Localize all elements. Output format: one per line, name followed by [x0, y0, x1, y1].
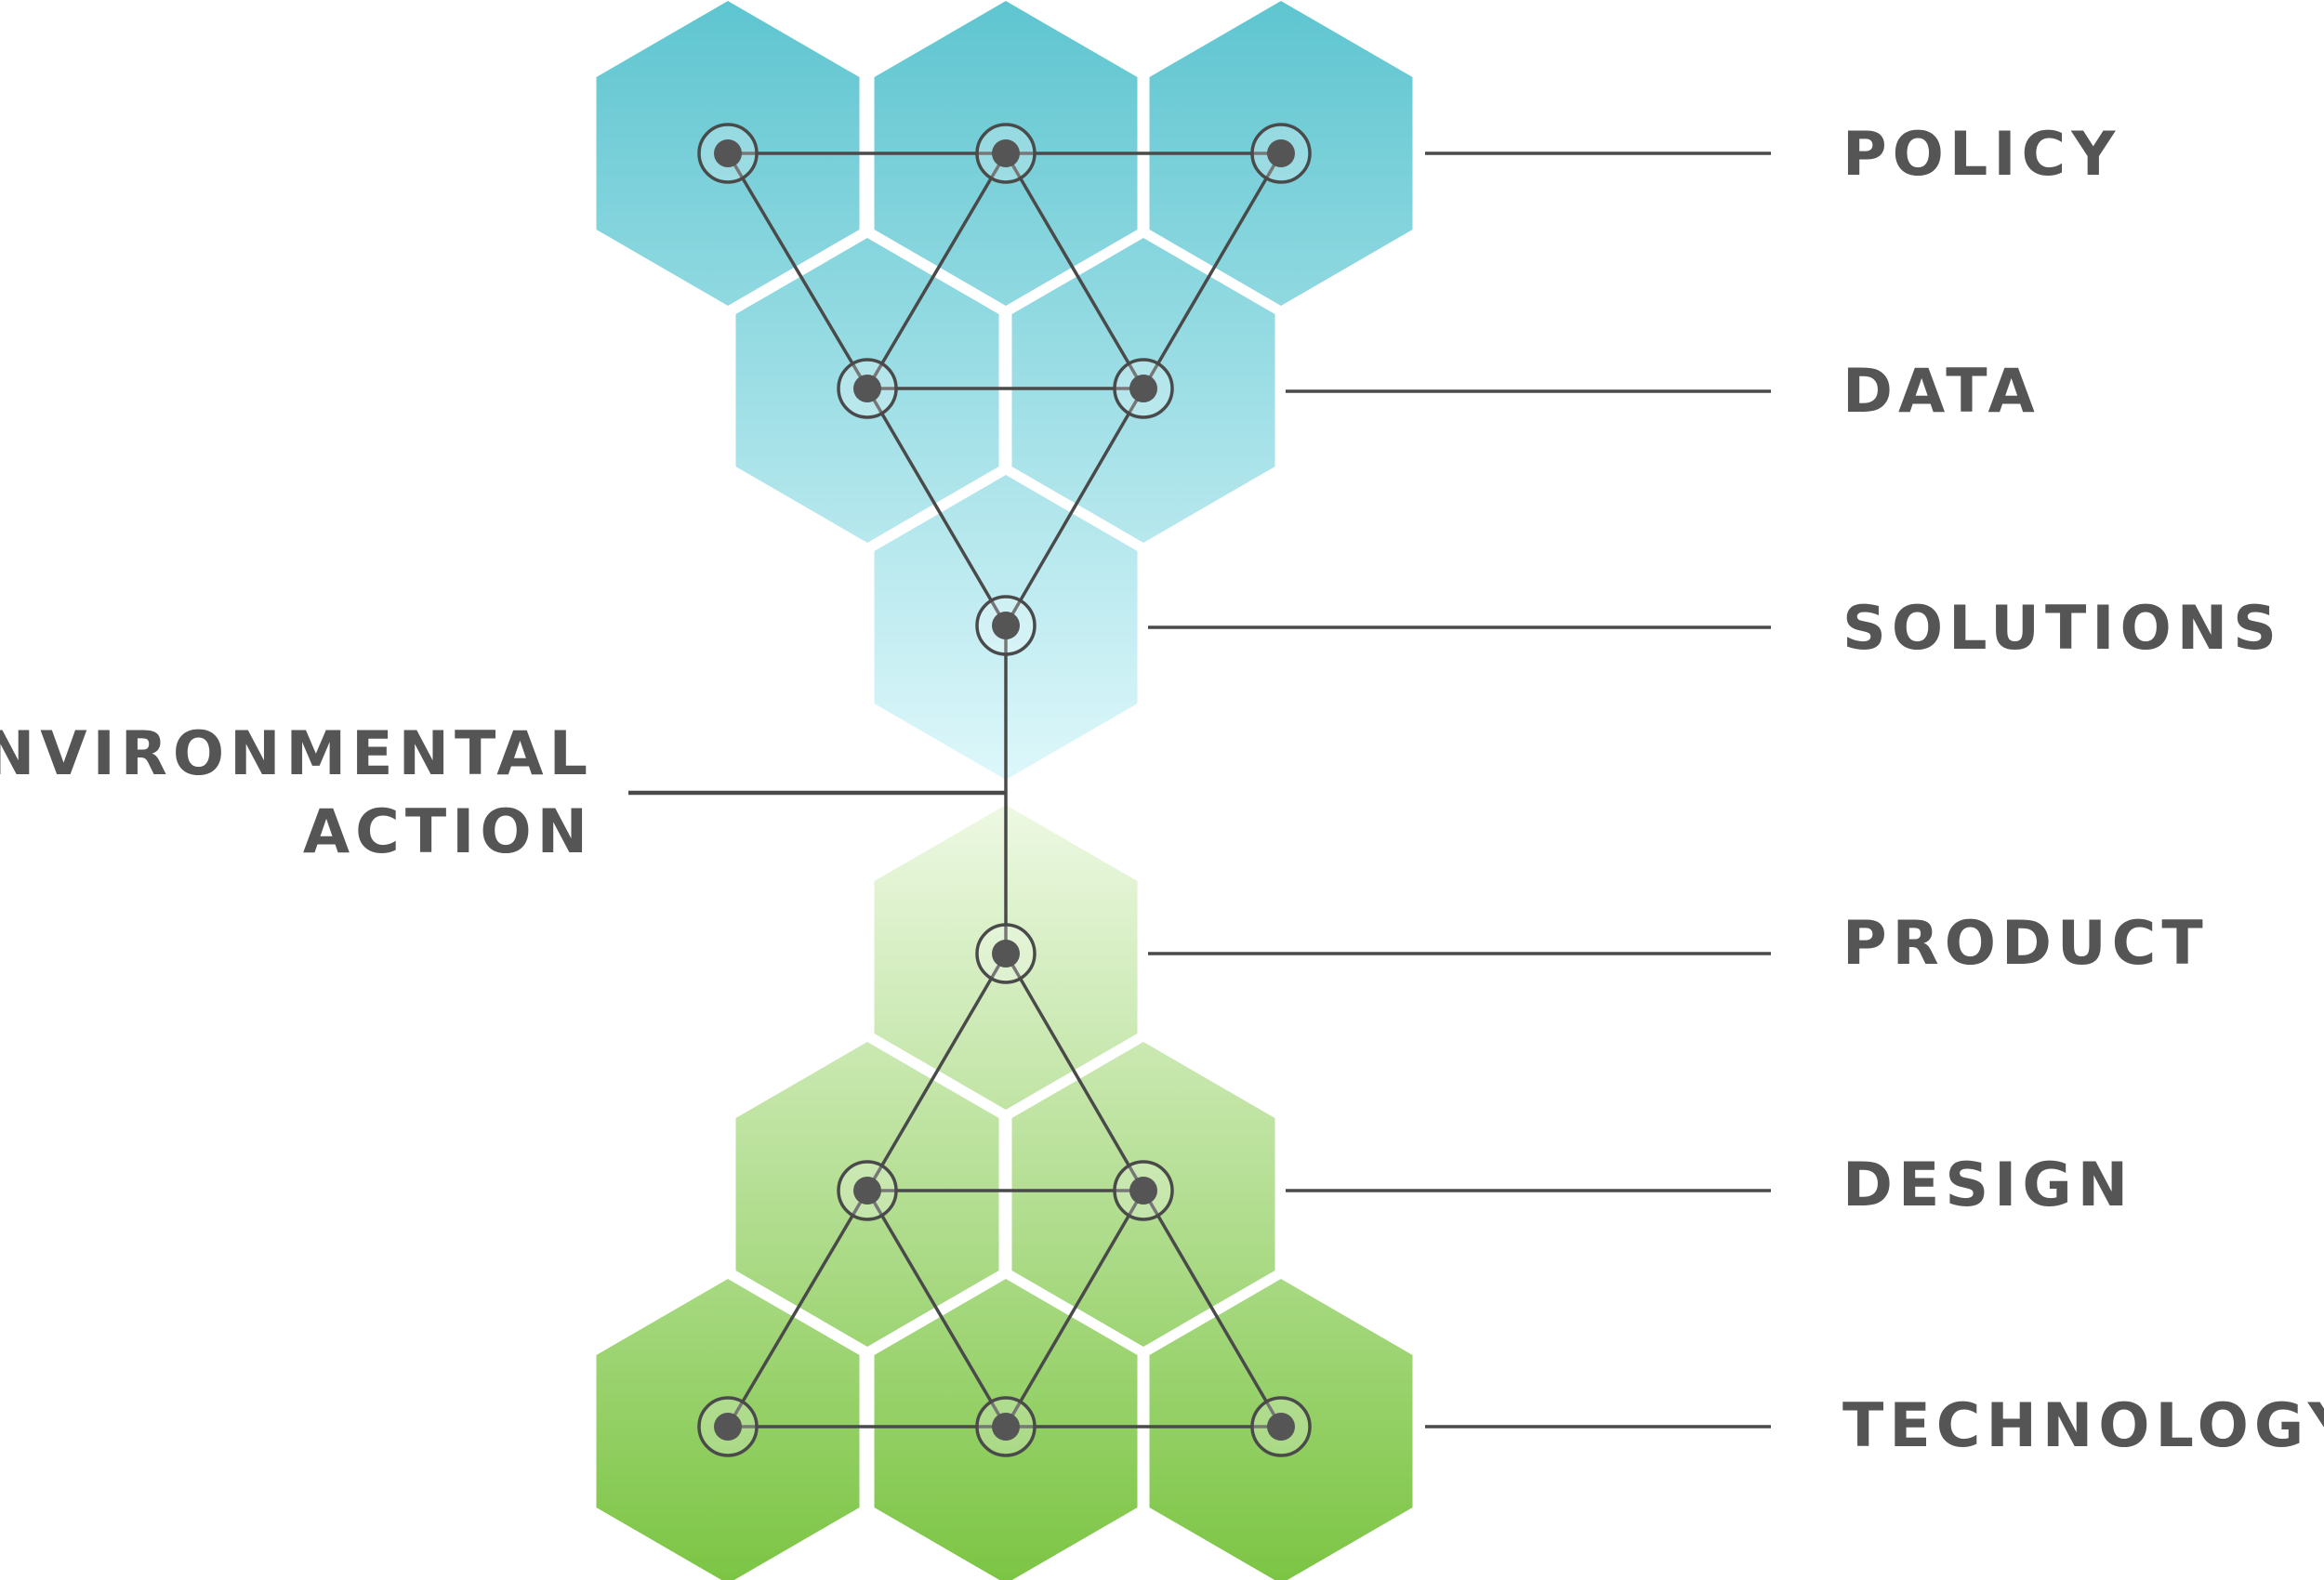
edge-g1-t2	[865, 1190, 1008, 1428]
node-dot	[992, 139, 1020, 167]
node-dot	[992, 612, 1020, 639]
edge-d2-s1	[1004, 388, 1145, 626]
node-dot	[853, 375, 881, 402]
node-dot	[714, 139, 742, 167]
edge-p2-d2	[1004, 152, 1145, 389]
node-t2	[975, 1396, 1037, 1457]
layer-labels: POLICY DATA SOLUTIONS PRODUCT DESIGN TEC…	[0, 120, 2324, 1461]
label-policy: POLICY	[1842, 120, 2120, 190]
leader-lines	[628, 151, 1771, 1429]
node-p3	[1250, 123, 1312, 184]
edge-g1-t1	[726, 1190, 869, 1428]
node-d2	[1113, 358, 1174, 419]
node-s1	[975, 595, 1037, 656]
label-design: DESIGN	[1842, 1151, 2133, 1220]
label-data: DATA	[1842, 357, 2040, 427]
node-p2	[975, 123, 1037, 184]
edge-d1-s1	[865, 388, 1008, 626]
node-dot	[992, 1413, 1020, 1441]
node-g2	[1113, 1160, 1174, 1221]
node-dot	[714, 1413, 742, 1441]
node-p1	[697, 123, 759, 184]
node-dot	[1267, 1413, 1295, 1441]
edge-p3-d2	[1142, 152, 1283, 389]
label-environmental: ENVIRONMENTAL	[0, 719, 593, 789]
label-product: PRODUCT	[1842, 909, 2209, 979]
node-g1	[837, 1160, 898, 1221]
edge-r1-g1	[865, 953, 1008, 1192]
node-dot	[1129, 1177, 1157, 1205]
edge-p2-d1	[865, 152, 1008, 389]
network-nodes	[697, 123, 1312, 1457]
node-t1	[697, 1396, 759, 1457]
node-d1	[837, 358, 898, 419]
node-dot	[853, 1177, 881, 1205]
edge-r1-g2	[1004, 953, 1145, 1192]
label-action: ACTION	[303, 797, 593, 867]
node-dot	[1267, 139, 1295, 167]
node-t3	[1250, 1396, 1312, 1457]
node-dot	[1129, 375, 1157, 402]
node-r1	[975, 923, 1037, 984]
edge-g2-t3	[1142, 1190, 1283, 1428]
label-solutions: SOLUTIONS	[1842, 594, 2282, 664]
network-edges	[726, 151, 1283, 1429]
edge-p1-d1	[726, 152, 869, 389]
label-technology: TECHNOLOGY	[1842, 1391, 2324, 1461]
node-dot	[992, 940, 1020, 968]
edge-g2-t2	[1004, 1190, 1145, 1428]
